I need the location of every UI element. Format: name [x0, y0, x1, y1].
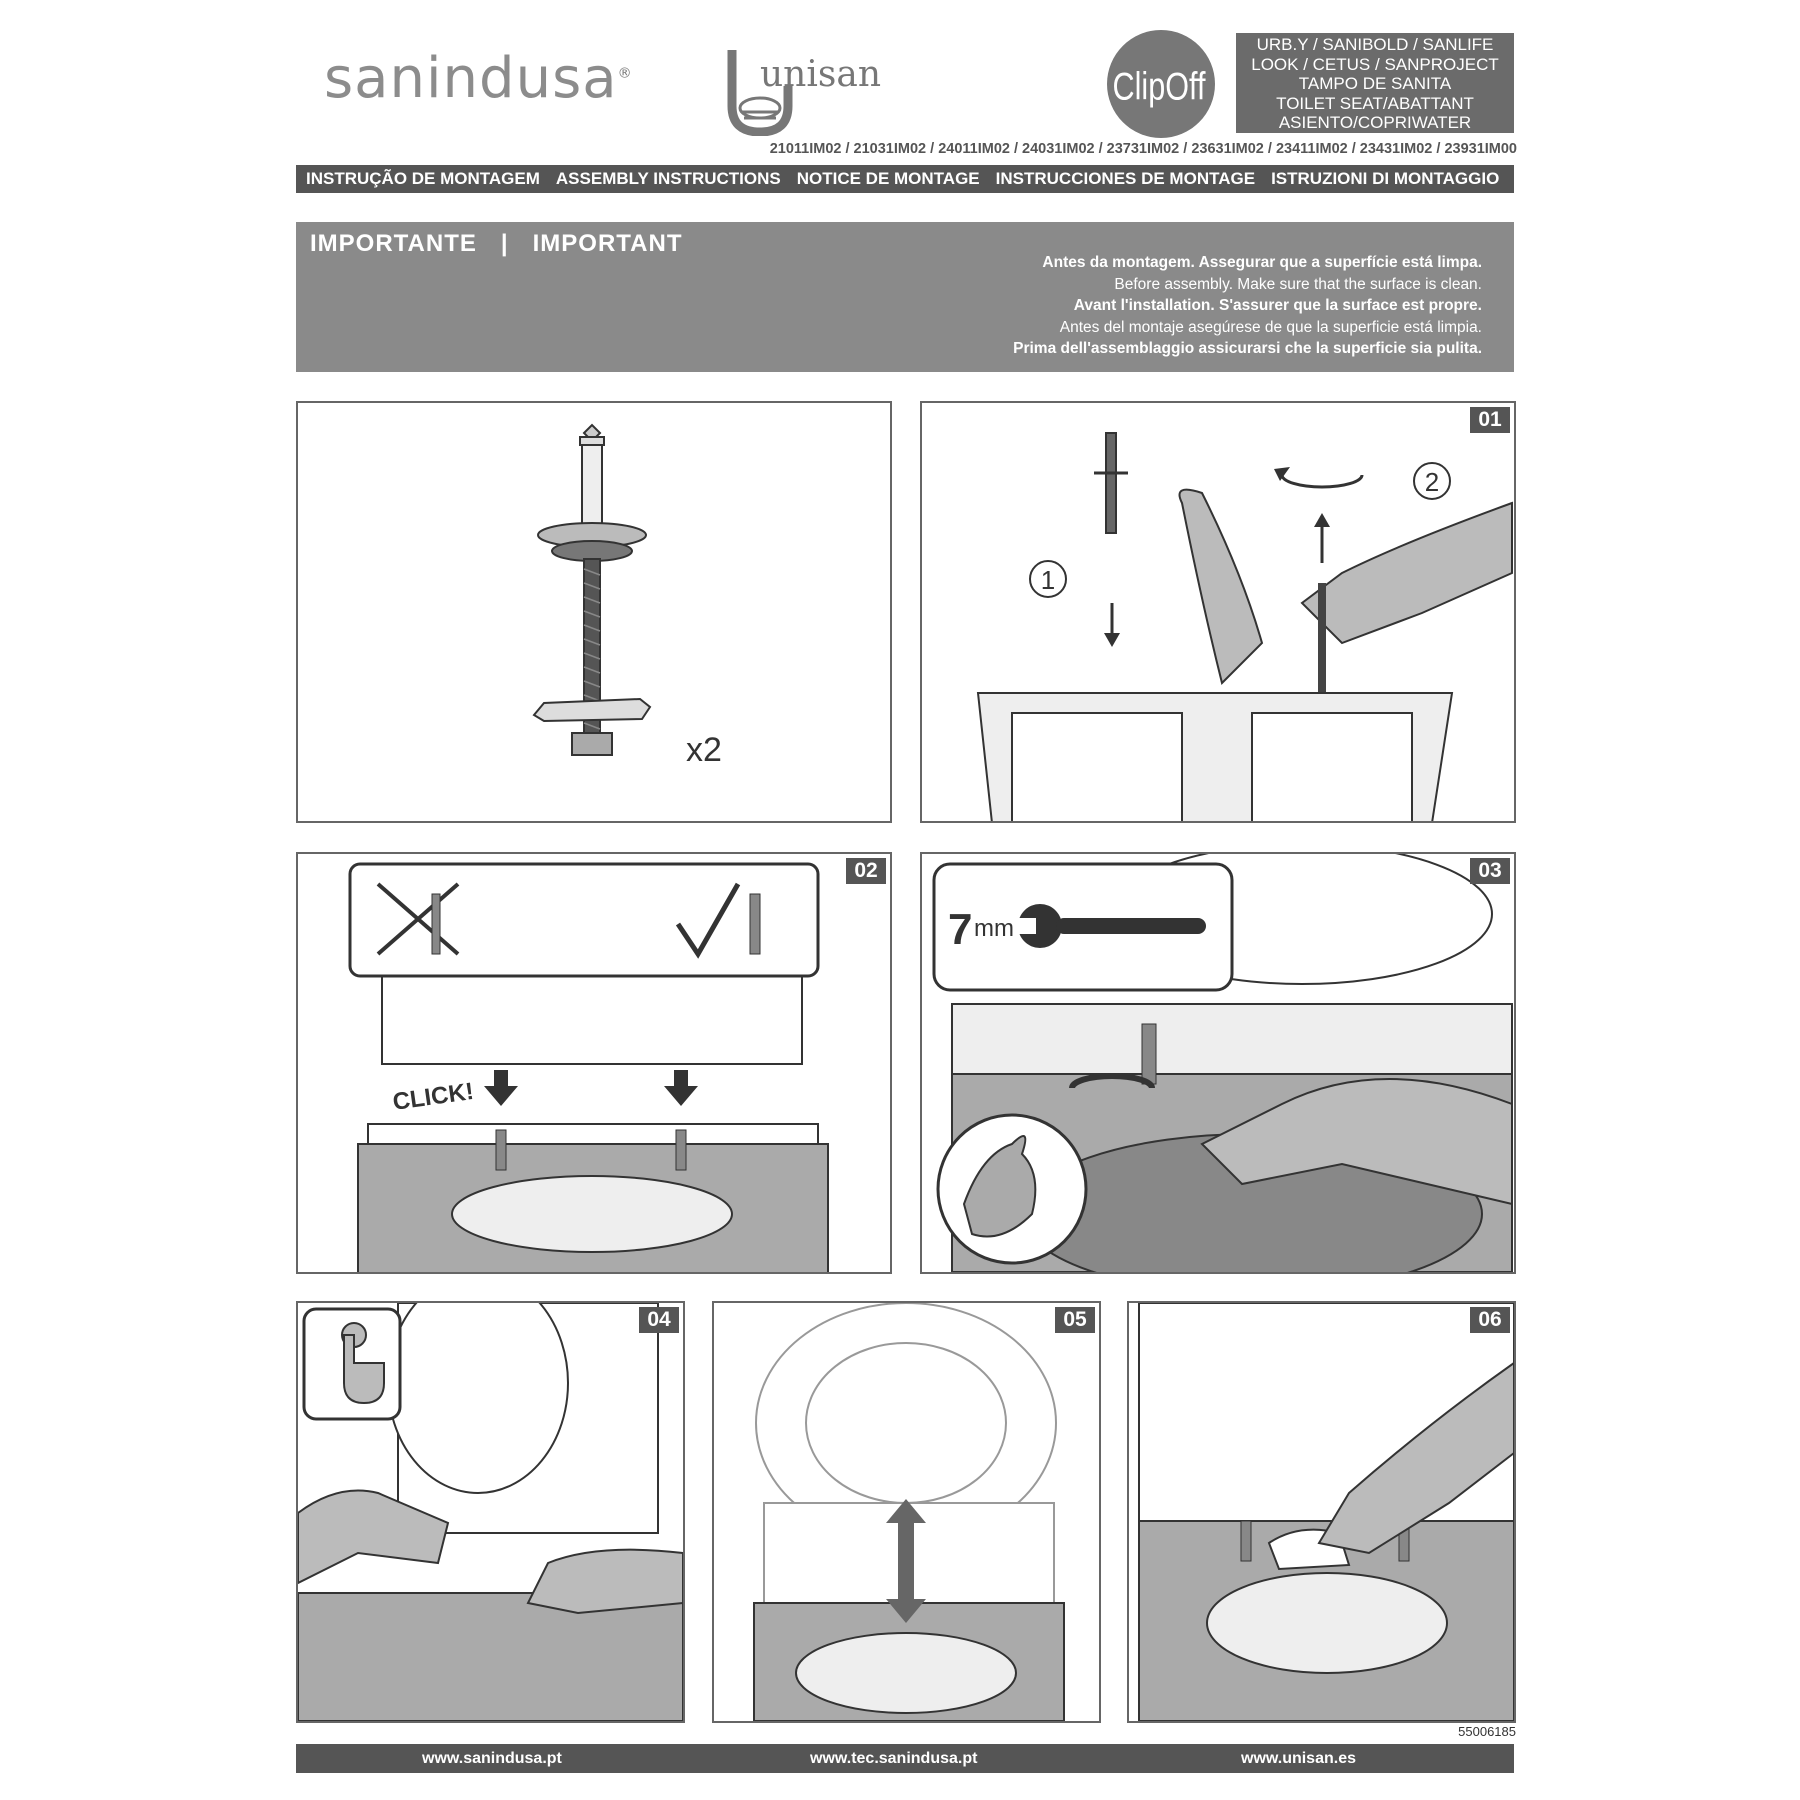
check-mark-icon — [675, 882, 741, 959]
up-down-arrow-icon — [886, 1499, 926, 1623]
important-title-pt: IMPORTANTE — [310, 230, 477, 257]
title-es: INSTRUCCIONES DE MONTAGE — [995, 169, 1256, 188]
pointing-finger-icon — [343, 1334, 385, 1405]
footer-bar: www.sanindusa.pt www.tec.sanindusa.pt ww… — [296, 1744, 1514, 1773]
sanindusa-logo-text: sanindusa — [324, 46, 618, 111]
down-arrow-icon — [664, 1070, 698, 1106]
footer-link-sanindusa[interactable]: www.sanindusa.pt — [422, 1750, 562, 1767]
notice-line-es: Antes del montaje asegúrese de que la su… — [1059, 318, 1482, 336]
product-line: LOOK / CETUS / SANPROJECT — [1251, 54, 1499, 74]
footer-link-unisan[interactable]: www.unisan.es — [1241, 1750, 1356, 1767]
important-title-en: IMPORTANT — [532, 230, 683, 257]
footer-link-tec-sanindusa[interactable]: www.tec.sanindusa.pt — [810, 1750, 978, 1767]
quantity-label: x2 — [686, 731, 722, 769]
step-label-2: 2 — [1425, 467, 1439, 497]
step-number: 05 — [1055, 1307, 1095, 1333]
product-line: URB.Y / SANIBOLD / SANLIFE — [1256, 35, 1494, 54]
panel-step-04: 04 — [296, 1301, 685, 1723]
notice-line-en: Before assembly. Make sure that the surf… — [1114, 275, 1482, 293]
product-line: TAMPO DE SANITA — [1298, 74, 1452, 93]
title-en: ASSEMBLY INSTRUCTIONS — [555, 169, 781, 188]
registered-mark-icon: ® — [617, 65, 633, 82]
panel-step-06: 06 — [1127, 1301, 1516, 1723]
panel-parts: x2 — [296, 401, 892, 823]
down-arrow-icon — [484, 1070, 518, 1106]
panel-step-03: 03 7 mm — [920, 852, 1516, 1274]
hand-illustration — [1178, 488, 1264, 685]
step-number: 06 — [1470, 1307, 1510, 1333]
wrench-icon — [1014, 904, 1206, 948]
wrench-size: 7 — [948, 905, 972, 954]
notice-line-fr: Avant l'installation. S'assurer que la s… — [1073, 297, 1482, 314]
step-circle-icon — [1029, 560, 1067, 598]
step05-illustration — [753, 1303, 1065, 1721]
panel-step-02: 02 CLICK! — [296, 852, 892, 1274]
language-titles-bar: INSTRUÇÃO DE MONTAGEM ASSEMBLY INSTRUCTI… — [296, 165, 1514, 193]
step-number: 01 — [1470, 407, 1510, 433]
wrench-unit: mm — [974, 915, 1014, 942]
clipoff-logo: ClipOff — [1107, 30, 1215, 138]
product-codes: 21011IM02 / 21031IM02 / 24011IM02 / 2403… — [769, 141, 1517, 157]
rotate-arrow-icon — [1280, 474, 1364, 489]
unisan-logo-icon — [727, 50, 793, 136]
product-line: ASIENTO/COPRIWATER — [1278, 113, 1472, 132]
step04-illustration — [298, 1303, 683, 1721]
title-separator: | — [500, 230, 509, 257]
notice-line-pt: Antes da montagem. Assegurar que a super… — [1042, 254, 1482, 271]
important-title: IMPORTANTE | IMPORTANT — [310, 230, 682, 258]
document-number: 55006185 — [1458, 1724, 1516, 1739]
hand-illustration — [298, 1489, 450, 1585]
product-line: TOILET SEAT/ABATTANT — [1276, 93, 1474, 113]
hand-illustration — [526, 1548, 683, 1615]
title-fr: NOTICE DE MONTAGE — [796, 169, 980, 188]
title-pt: INSTRUÇÃO DE MONTAGEM — [306, 169, 540, 188]
down-arrow-icon — [1104, 603, 1120, 647]
notice-line-it: Prima dell'assemblaggio assicurarsi che … — [1013, 340, 1482, 357]
step-label-1: 1 — [1041, 565, 1055, 595]
hand-illustration — [1300, 501, 1513, 645]
title-it: ISTRUZIONI DI MONTAGGIO — [1271, 169, 1500, 188]
click-label: CLICK! — [391, 1078, 475, 1116]
step-number: 03 — [1470, 858, 1510, 884]
toilet-illustration — [298, 1592, 683, 1721]
step-number: 04 — [639, 1307, 679, 1333]
panel-step-01: 01 1 2 — [920, 401, 1516, 823]
fixing-bolt-illustration: x2 — [532, 423, 722, 769]
up-arrow-icon — [1314, 513, 1330, 563]
step-number: 02 — [846, 858, 886, 884]
unisan-logo-text: unisan — [760, 54, 882, 95]
hand-illustration — [1317, 1361, 1514, 1555]
important-notice: IMPORTANTE | IMPORTANT Antes da montagem. … — [296, 222, 1514, 372]
panel-step-05: 05 — [712, 1301, 1101, 1723]
step02-illustration: CLICK! — [348, 862, 829, 1272]
step03-illustration: 7 mm — [932, 854, 1513, 1272]
step-circle-icon — [1413, 462, 1451, 500]
sanindusa-logo: sanindusa® — [324, 46, 633, 111]
product-names-box: URB.Y / SANIBOLD / SANLIFE LOOK / CETUS … — [1236, 33, 1514, 133]
clipoff-logo-text: ClipOff — [1113, 65, 1206, 108]
rotate-arrow-icon — [1069, 1073, 1155, 1089]
hand-with-wrench-illustration — [1200, 1078, 1513, 1206]
step01-illustration: 1 2 — [976, 432, 1513, 821]
step06-illustration — [1138, 1303, 1514, 1721]
important-lines: Antes da montagem. Assegurar que a super… — [1013, 252, 1482, 360]
flexed-arm-icon — [962, 1135, 1037, 1238]
